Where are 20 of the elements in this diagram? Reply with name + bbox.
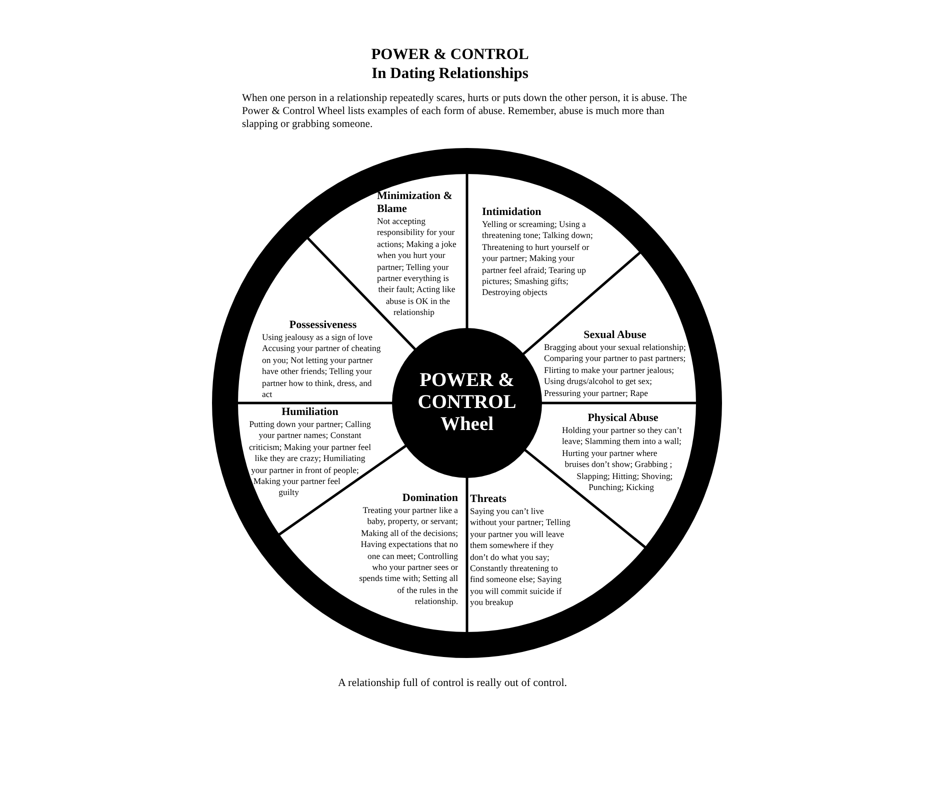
segment-text: Putting down your partner; Calling your partner names; Constant criticism; Making your partner feel like they are crazy; Humiliating your partner in front of people; Making your partner feel guilty (248, 419, 372, 499)
segment-text: Bragging about your sexual relationship; Comparing your partner to past partners; Flirting to make your partner jealous; Using drugs/alcohol to get sex; Pressuring your partner; Rape (544, 342, 686, 400)
caption: A relationship full of control is really out of control. (336, 677, 568, 689)
segment-text: Not accepting responsibility for your actions; Making a joke when you hurt your partner; Telling your partner everything is their fault; Acting like abuse is OK in the relationship (377, 216, 458, 319)
hub-circle: POWER & CONTROL Wheel (392, 328, 542, 478)
segment-heading: Humiliation (280, 406, 340, 419)
segment-text: Using jealousy as a sign of love Accusing your partner of cheating on you; Not letting your partner have other friends; Telling your partner how to think, dress, and act (262, 332, 382, 400)
segment-text: Treating your partner like a baby, property, or servant; Making all of the decisions; Having expectations that no one can meet; Controlling who your partner sees or spends time with; Setting all of the rules in the relationship. (358, 505, 458, 608)
segment-text: Holding your partner so they can’t leave; Slamming them into a wall; Hurting your partner where bruises don’t show; Grabbing ; Slapping; Hitting; Shoving; Punching; Kicking (561, 425, 683, 494)
segment-heading: Intimidation (482, 206, 542, 219)
segment-heading: Physical Abuse (586, 412, 660, 425)
segment-heading: Domination (401, 492, 458, 505)
segment-heading: Possessiveness (288, 319, 358, 332)
segment-text: Saying you can’t live without your partner; Telling your partner you will leave them somewhere if they don’t do what you say; Constantly threatening to find someone else; Saying you will commit suicide if you breakup (470, 506, 572, 609)
segment-heading: Threats (470, 493, 508, 506)
segment-heading: Minimization & Blame (377, 190, 454, 216)
segment-text: Yelling or screaming; Using a threatening tone; Talking down; Threatening to hurt yourself or your partner; Making your partner feel afraid; Tearing up pictures; Smashing gifts; Destroying objects (482, 219, 594, 299)
intro-paragraph: When one person in a relationship repeatedly scares, hurts or puts down the other person, it is abuse. The Power & Control Wheel lists examples of each form of abuse. Remember, abuse is much more than slapping or grabbing someone. (242, 92, 688, 131)
title: POWER & CONTROL In Dating Relationships (370, 45, 530, 83)
segment-heading: Sexual Abuse (582, 329, 648, 342)
